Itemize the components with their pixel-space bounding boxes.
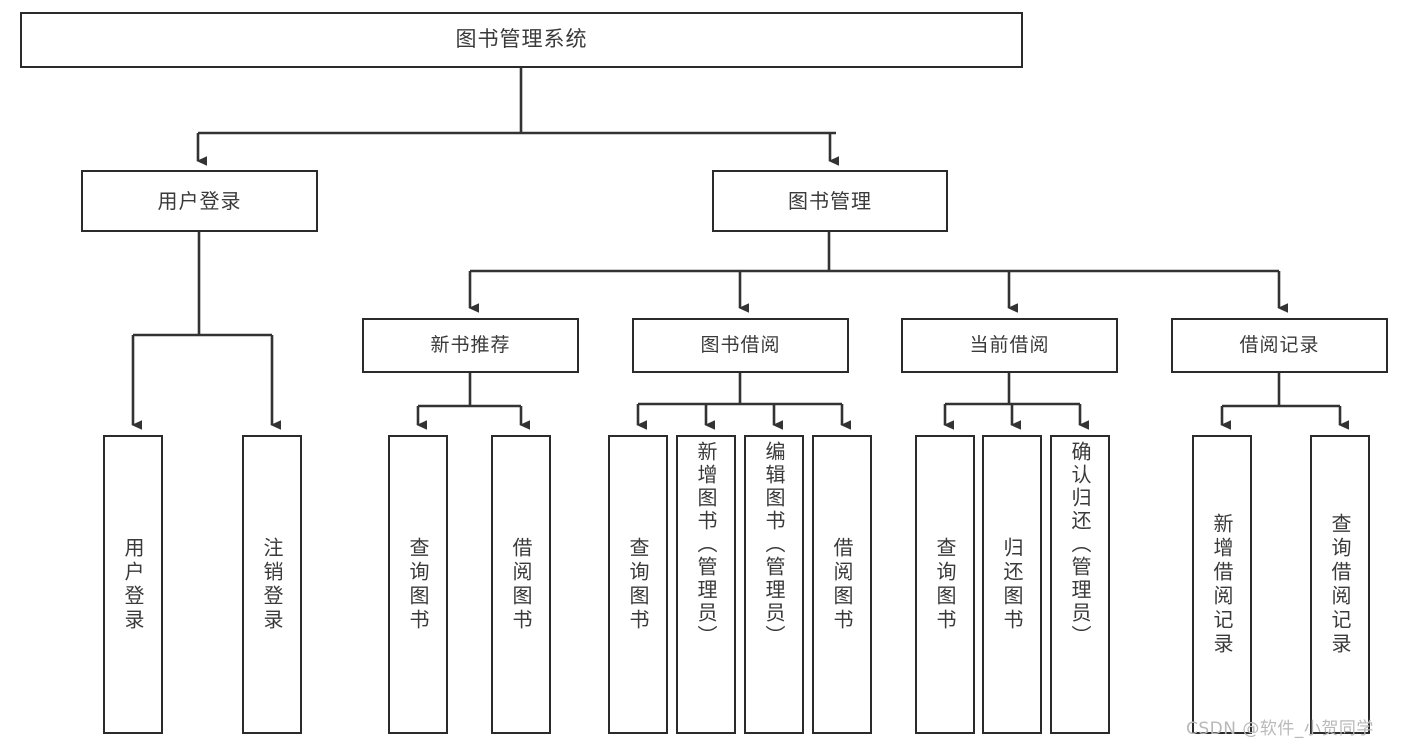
leaf-query-borrow-record[interactable]: 查询借阅记录 [1310, 435, 1370, 734]
node-label: 当前借阅 [969, 333, 1050, 356]
leaf-borrow-book[interactable]: 借阅图书 [812, 435, 872, 734]
leaf-query-book-borrow[interactable]: 查询图书 [608, 435, 668, 734]
node-user-login[interactable]: 用户登录 [81, 170, 318, 232]
node-root-system[interactable]: 图书管理系统 [20, 12, 1023, 68]
node-label: 图书管理 [788, 188, 872, 213]
node-new-book-recommend[interactable]: 新书推荐 [362, 318, 579, 373]
node-label: 查询图书 [933, 536, 957, 633]
node-label: 新增借阅记录 [1210, 512, 1234, 657]
leaf-query-book-current[interactable]: 查询图书 [915, 435, 975, 734]
leaf-user-login[interactable]: 用户登录 [103, 435, 163, 734]
node-label: 图书借阅 [700, 333, 781, 356]
leaf-logout[interactable]: 注销登录 [242, 435, 302, 734]
node-label: 新增图书（管理员） [694, 441, 718, 648]
node-book-borrow[interactable]: 图书借阅 [632, 318, 849, 373]
node-label: 用户登录 [121, 536, 145, 633]
node-label: 借阅图书 [509, 536, 533, 633]
leaf-borrow-book-recommend[interactable]: 借阅图书 [491, 435, 551, 734]
leaf-add-book-admin[interactable]: 新增图书（管理员） [676, 435, 736, 734]
node-current-borrow[interactable]: 当前借阅 [901, 318, 1118, 373]
leaf-query-book-recommend[interactable]: 查询图书 [388, 435, 448, 734]
node-label: 图书管理系统 [455, 27, 588, 52]
node-label: 借阅记录 [1239, 333, 1320, 356]
node-label: 查询图书 [406, 536, 430, 633]
node-borrow-record[interactable]: 借阅记录 [1171, 318, 1388, 373]
leaf-add-borrow-record[interactable]: 新增借阅记录 [1192, 435, 1252, 734]
leaf-return-book[interactable]: 归还图书 [982, 435, 1042, 734]
leaf-confirm-return-admin[interactable]: 确认归还（管理员） [1050, 435, 1110, 734]
leaf-edit-book-admin[interactable]: 编辑图书（管理员） [744, 435, 804, 734]
node-label: 用户登录 [157, 188, 242, 213]
node-label: 注销登录 [260, 536, 284, 633]
node-book-management[interactable]: 图书管理 [712, 170, 948, 232]
node-label: 查询图书 [626, 536, 650, 633]
node-label: 编辑图书（管理员） [762, 441, 786, 648]
node-label: 确认归还（管理员） [1068, 441, 1092, 648]
node-label: 归还图书 [1000, 536, 1024, 633]
node-label: 新书推荐 [430, 333, 511, 356]
node-label: 借阅图书 [830, 536, 854, 633]
node-label: 查询借阅记录 [1328, 512, 1352, 657]
csdn-watermark: CSDN @软件_小贺同学 [1186, 719, 1374, 739]
